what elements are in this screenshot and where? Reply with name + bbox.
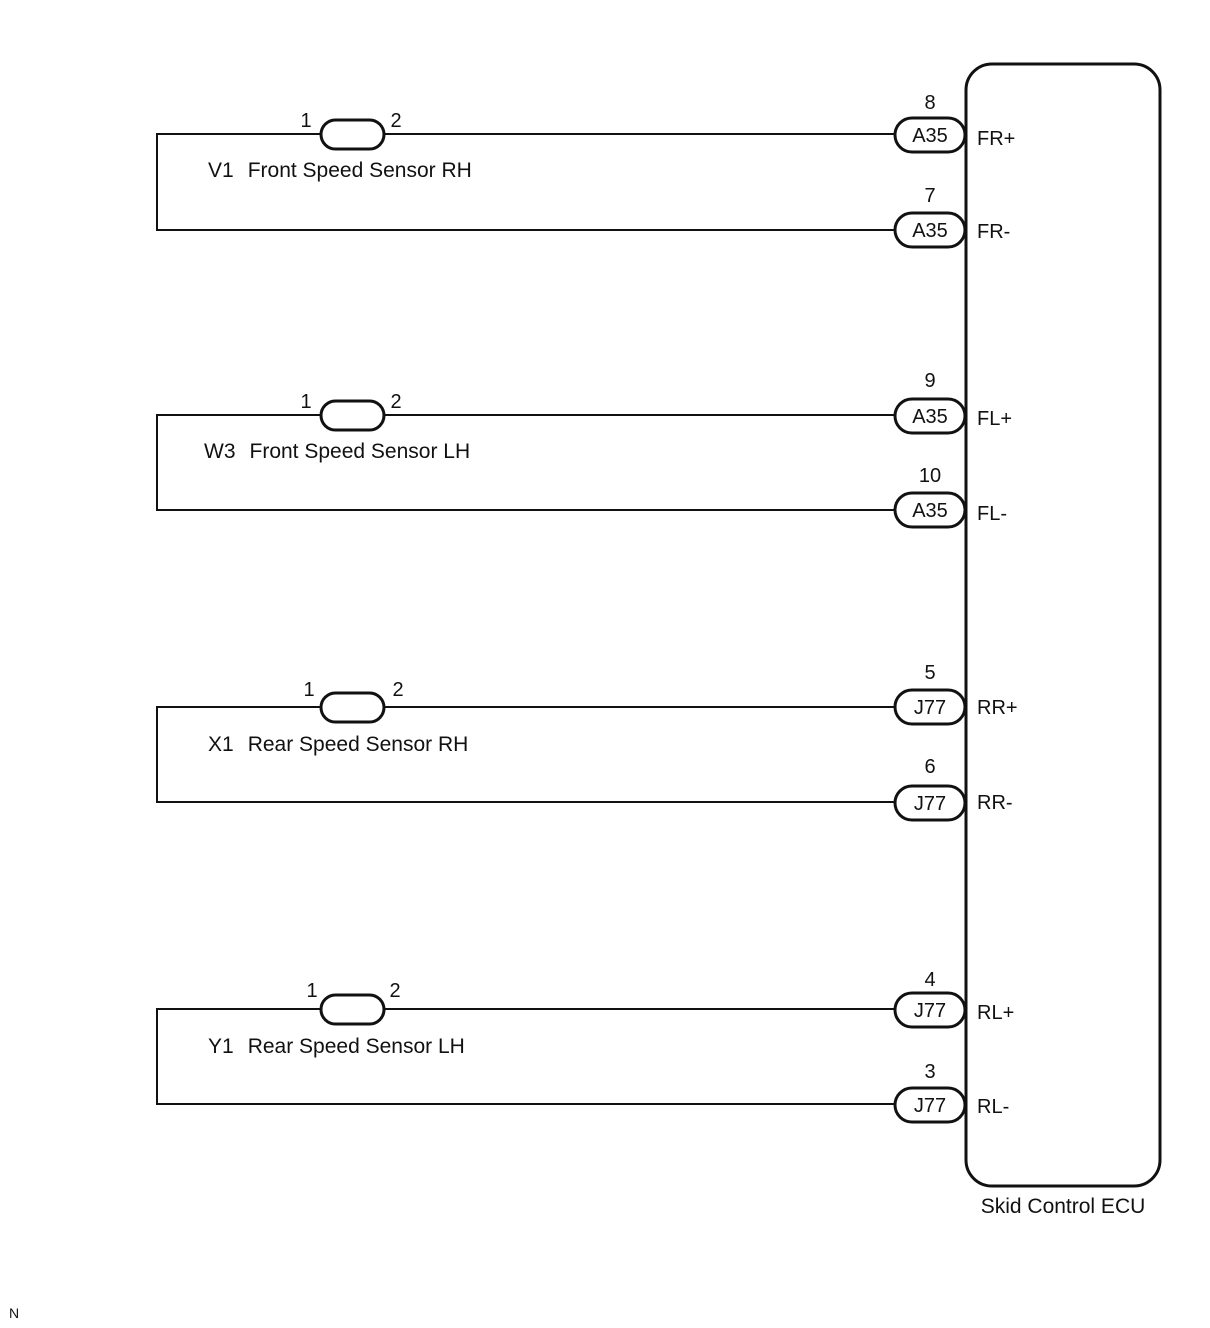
circuit-y1: 1 2 Y1 Rear Speed Sensor LH J77 4 RL+ J77… bbox=[156, 969, 1014, 1124]
sensor-name: Front Speed Sensor RH bbox=[248, 159, 472, 182]
terminal-lower: RL- bbox=[977, 1096, 1009, 1118]
connector-upper-label: J77 bbox=[914, 697, 946, 719]
sensor-pin-2: 2 bbox=[390, 110, 401, 132]
ecu-pin-lower: 3 bbox=[924, 1061, 935, 1083]
sensor-label: W3 Front Speed Sensor LH bbox=[204, 440, 470, 463]
connector-lower bbox=[893, 1086, 967, 1124]
sensor-code: X1 bbox=[208, 733, 234, 756]
sensor-symbol bbox=[319, 399, 386, 432]
ecu-pin-lower: 6 bbox=[924, 756, 935, 778]
ecu-label: Skid Control ECU bbox=[981, 1195, 1146, 1218]
connector-lower-label: A35 bbox=[912, 500, 948, 522]
ecu-pin-upper: 8 bbox=[924, 92, 935, 114]
sensor-pin-1: 1 bbox=[303, 679, 314, 701]
circuit-v1: 1 2 V1 Front Speed Sensor RH A35 8 FR+ A3… bbox=[156, 92, 1015, 249]
terminal-lower: RR- bbox=[977, 792, 1013, 814]
sensor-name: Rear Speed Sensor LH bbox=[248, 1035, 465, 1058]
connector-lower bbox=[893, 784, 967, 822]
sensor-pin-1: 1 bbox=[300, 110, 311, 132]
ecu-pin-upper: 4 bbox=[924, 969, 935, 991]
connector-upper bbox=[893, 991, 967, 1029]
sensor-symbol bbox=[319, 993, 386, 1026]
wire-loop bbox=[156, 1008, 896, 1105]
wire-loop bbox=[156, 706, 896, 803]
sensor-symbol bbox=[319, 118, 386, 151]
ecu-pin-upper: 5 bbox=[924, 662, 935, 684]
sensor-pin-1: 1 bbox=[306, 980, 317, 1002]
connector-upper bbox=[893, 688, 967, 726]
sensor-pin-2: 2 bbox=[389, 980, 400, 1002]
connector-lower bbox=[893, 491, 967, 529]
connector-lower-label: A35 bbox=[912, 220, 948, 242]
sensor-label: V1 Front Speed Sensor RH bbox=[208, 159, 472, 182]
sensor-pin-1: 1 bbox=[300, 391, 311, 413]
connector-upper bbox=[893, 116, 967, 154]
sensor-code: Y1 bbox=[208, 1035, 234, 1058]
sensor-label: Y1 Rear Speed Sensor LH bbox=[208, 1035, 465, 1058]
sensor-symbol bbox=[319, 691, 386, 724]
circuit-x1: 1 2 X1 Rear Speed Sensor RH J77 5 RR+ J77… bbox=[156, 662, 1018, 822]
connector-lower bbox=[893, 211, 967, 249]
sensor-name: Rear Speed Sensor RH bbox=[248, 733, 469, 756]
connector-lower-label: J77 bbox=[914, 793, 946, 815]
sensor-pin-2: 2 bbox=[392, 679, 403, 701]
wire-loop bbox=[156, 414, 896, 511]
terminal-upper: FR+ bbox=[977, 128, 1015, 150]
wire-loop bbox=[156, 133, 896, 231]
sensor-pin-2: 2 bbox=[390, 391, 401, 413]
terminal-upper: RR+ bbox=[977, 697, 1018, 719]
sensor-label: X1 Rear Speed Sensor RH bbox=[208, 733, 468, 756]
terminal-upper: FL+ bbox=[977, 408, 1012, 430]
sensor-code: V1 bbox=[208, 159, 234, 182]
connector-upper-label: A35 bbox=[912, 406, 948, 428]
connector-upper-label: J77 bbox=[914, 1000, 946, 1022]
ecu-body bbox=[964, 62, 1162, 1188]
sensor-code: W3 bbox=[204, 440, 236, 463]
terminal-lower: FR- bbox=[977, 221, 1010, 243]
connector-lower-label: J77 bbox=[914, 1095, 946, 1117]
sensor-name: Front Speed Sensor LH bbox=[250, 440, 471, 463]
connector-upper-label: A35 bbox=[912, 125, 948, 147]
ecu-pin-lower: 7 bbox=[924, 185, 935, 207]
terminal-lower: FL- bbox=[977, 503, 1007, 525]
terminal-upper: RL+ bbox=[977, 1002, 1014, 1024]
connector-upper bbox=[893, 397, 967, 435]
corner-mark: N bbox=[9, 1305, 19, 1321]
circuit-w3: 1 2 W3 Front Speed Sensor LH A35 9 FL+ A3… bbox=[156, 370, 1012, 529]
ecu-pin-upper: 9 bbox=[924, 370, 935, 392]
ecu-pin-lower: 10 bbox=[919, 465, 941, 487]
